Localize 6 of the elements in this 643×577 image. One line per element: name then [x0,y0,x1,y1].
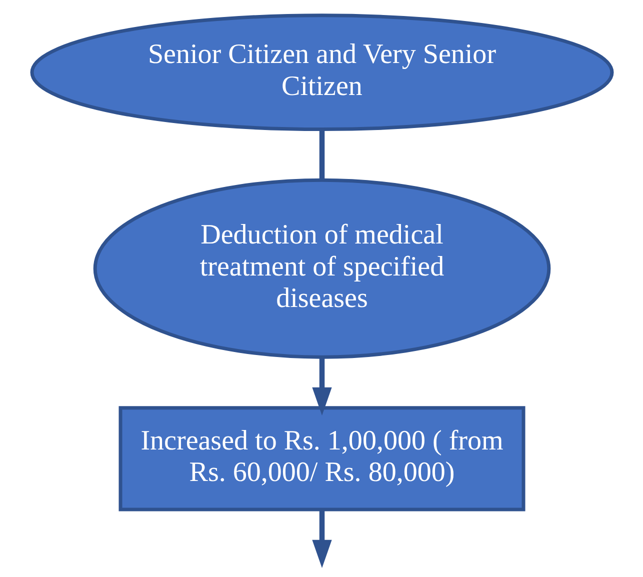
node-ellipse: Senior Citizen and Very Senior Citizen [30,14,614,132]
connector [318,129,324,180]
arrow [312,510,332,568]
node-box: Increased to Rs. 1,00,000 ( from Rs. 60,000/ Rs. 80,000) [118,406,525,512]
arrow [312,357,332,416]
node-ellipse: Deduction of medical treatment of specified diseases [92,178,550,359]
